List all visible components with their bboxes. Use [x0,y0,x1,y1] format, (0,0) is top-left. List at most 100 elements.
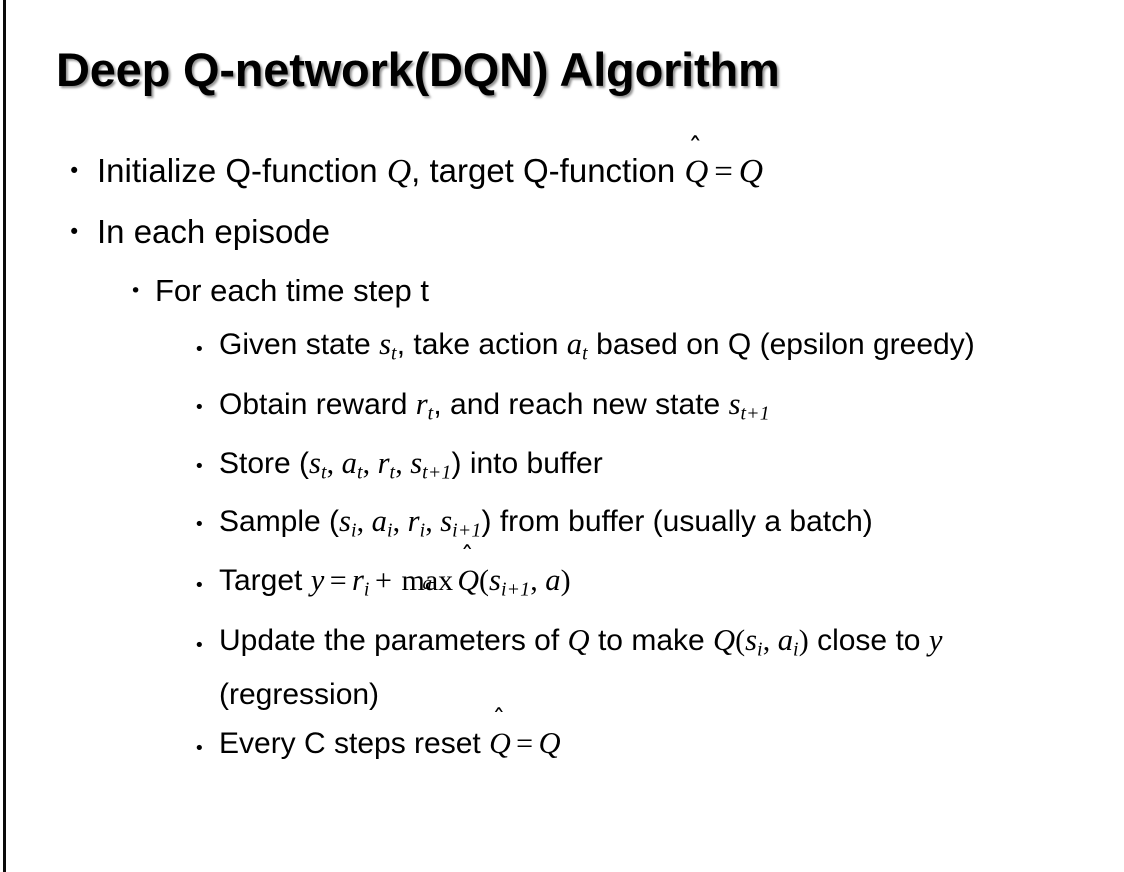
math-var-qhat-base: Q [457,563,480,597]
text-run: ) into buffer [451,446,603,480]
math-paren-open: ( [735,623,746,657]
math-var-q: Q [538,726,561,761]
text-run: to make [589,623,714,657]
math-var-s: s [745,622,758,657]
text-run: (regression) [219,678,380,712]
math-var-qhat-base: Q [684,154,709,190]
bullet-marker-icon: • [194,738,205,760]
bullet-store-buffer-text: Store (st, at, rt, st+1) into buffer [219,441,1100,496]
math-comma: , [356,505,372,539]
math-plus: + [375,563,392,597]
math-sub-t: t [356,461,363,484]
bullet-update-parameters: • Update the parameters of Q to make Q(s… [0,618,1124,718]
bullet-marker-icon: • [68,220,81,244]
math-sub-t-plus-1: t+1 [422,461,452,484]
math-sub-t-plus-1: t+1 [740,402,770,425]
math-var-a: a [777,622,794,657]
math-comma: , [530,563,546,597]
math-var-s: s [728,387,741,421]
text-run: close to [808,623,929,657]
math-sub-i: i [419,519,426,542]
math-comma: , [762,623,778,657]
bullet-marker-icon: • [194,514,205,536]
bullet-for-each-time-step-text: For each time step t [155,273,429,308]
math-var-a: a [545,562,561,597]
math-sub-i: i [386,519,393,542]
math-operator-max-underset: a [422,573,433,595]
text-run: Obtain reward [219,388,416,421]
math-sub-i: i [363,578,370,601]
bullet-in-each-episode-text: In each episode [97,213,331,250]
math-var-s: s [309,445,321,480]
bullet-sample-buffer-text: Sample (si, ai, ri, si+1) from buffer (u… [219,499,1100,554]
math-var-r: r [415,387,428,421]
math-sub-t: t [390,342,397,365]
math-sub-t: t [427,402,434,425]
math-comma: , [425,505,441,539]
bullet-given-state-text: Given state st, take action at based on … [219,322,1100,377]
text-run: , take action [396,328,567,361]
bullet-marker-icon: • [130,280,142,302]
math-var-q2: Q [738,153,764,190]
math-equals: = [516,727,534,761]
math-sub-t: t [320,461,327,484]
bullet-for-each-time-step: • For each time step t [0,269,1124,313]
math-comma: , [392,505,408,539]
math-var-s: s [440,504,453,539]
bullet-store-buffer: • Store (st, at, rt, st+1) into buffer [0,441,1124,496]
text-run: Target [219,563,311,597]
math-var-y: y [310,562,325,597]
bullet-marker-icon: • [68,159,81,183]
math-var-a: a [566,327,583,361]
math-sub-i: i [350,519,357,542]
bullet-marker-icon: • [194,634,205,656]
bullet-initialize-text: Initialize Q-function Q, target Q-functi… [97,134,1124,195]
math-sub-i-plus-1: i+1 [452,519,482,542]
math-var-s: s [339,504,351,539]
math-sub-i-plus-1: i+1 [500,578,531,601]
text-run: Every C steps reset [219,727,490,761]
math-var-r: r [407,504,420,539]
bullet-in-each-episode: • In each episode [0,209,1124,255]
bullet-sample-buffer: • Sample (si, ai, ri, si+1) from buffer … [0,499,1124,554]
hat-accent-icon: ˆ [492,705,506,736]
text-run: based on Q (epsilon greedy) [587,328,975,361]
bullet-initialize: • Initialize Q-function Q, target Q-func… [0,134,1124,195]
hat-accent-icon: ˆ [460,541,474,572]
math-sub-i: i [793,638,799,661]
bullet-marker-icon: • [194,339,205,360]
text-run: Store ( [219,446,310,480]
text-run: , target Q-function [411,152,685,189]
bullet-obtain-reward: • Obtain reward rt, and reach new state … [0,382,1124,437]
bullet-marker-icon: • [194,574,205,596]
slide-body-list: • Initialize Q-function Q, target Q-func… [0,134,1124,781]
text-run: , and reach new state [433,388,729,421]
text-run: Sample ( [219,505,340,539]
math-comma: , [326,446,342,480]
math-var-s: s [410,445,423,480]
math-sub-t: t [389,461,396,484]
math-sub-t: t [582,342,588,365]
hat-accent-icon: ˆ [688,131,703,165]
math-var-q2: Q [713,622,736,657]
math-paren-open: ( [479,563,490,597]
text-run: ) from buffer (usually a batch) [481,505,873,539]
math-var-r: r [352,562,364,597]
math-equals: = [714,154,733,190]
math-var-s: s [489,562,501,597]
math-paren-close: ) [798,623,809,657]
math-equals: = [329,563,347,597]
text-run: Update the parameters of [219,623,568,657]
math-var-r: r [377,445,390,480]
bullet-update-parameters-text: Update the parameters of Q to make Q(si,… [219,618,1100,718]
bullet-marker-icon: • [194,397,205,418]
